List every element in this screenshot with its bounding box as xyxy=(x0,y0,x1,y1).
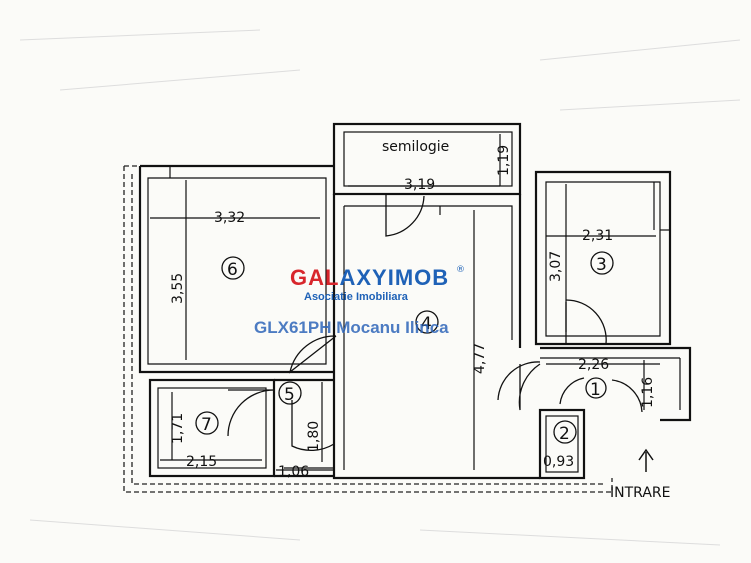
dim-room7-depth: 1,71 xyxy=(170,413,186,444)
watermark-tagline: Asociatie Imobiliara xyxy=(304,291,409,303)
svg-text:2: 2 xyxy=(559,424,570,444)
room-number-1: 1 xyxy=(585,377,607,400)
svg-text:4: 4 xyxy=(421,314,432,334)
dimension-lines xyxy=(150,134,660,471)
dim-room4-depth: 4,77 xyxy=(472,343,488,374)
outer-perimeter-inner xyxy=(131,174,604,485)
room-number-2: 2 xyxy=(553,420,577,444)
room-3 xyxy=(534,170,672,346)
svg-text:5: 5 xyxy=(284,385,295,405)
brand-part-2: AXY xyxy=(339,265,387,290)
svg-text:7: 7 xyxy=(201,415,212,435)
room-6 xyxy=(138,164,334,374)
dim-room7-width: 2,15 xyxy=(186,454,217,470)
svg-text:GALAXYIMOB: GALAXYIMOB xyxy=(290,265,449,290)
dim-semilogie-depth: 1,19 xyxy=(496,145,512,176)
watermark-listing: GLX61PH Mocanu Ilinca xyxy=(254,318,449,337)
room-number-3: 3 xyxy=(590,251,614,275)
dim-room6-width: 3,32 xyxy=(214,210,245,226)
watermark-logo: GALAXYIMOB ® Asociatie Imobiliara xyxy=(290,265,465,303)
room-1 xyxy=(540,346,692,422)
room-number-6: 6 xyxy=(221,256,245,280)
paper-texture xyxy=(19,29,741,546)
dim-room2-width: 0,93 xyxy=(543,454,574,470)
semilogie-label: semilogie xyxy=(382,139,449,155)
room-number-5: 5 xyxy=(278,381,302,405)
svg-text:6: 6 xyxy=(227,260,238,280)
dim-room3-width: 2,31 xyxy=(582,228,613,244)
room-number-4: 4 xyxy=(415,310,439,334)
dim-semilogie-width: 3,19 xyxy=(404,177,435,193)
door-swings xyxy=(227,194,643,451)
dim-room3-depth: 3,07 xyxy=(548,251,564,282)
dim-room5-depth: 1,80 xyxy=(306,421,322,452)
room-5 xyxy=(274,378,334,478)
outer-perimeter xyxy=(123,165,613,493)
brand-part-3: IMOB xyxy=(388,265,449,290)
dim-room6-depth: 3,55 xyxy=(170,273,186,304)
dim-room5-width: 1,06 xyxy=(278,464,309,480)
room-7 xyxy=(148,378,276,478)
brand-part-1: GAL xyxy=(290,265,339,290)
svg-text:1: 1 xyxy=(590,380,601,400)
svg-text:3: 3 xyxy=(596,255,607,275)
room-4 xyxy=(332,194,540,480)
dim-hall-depth: 1,16 xyxy=(640,377,656,408)
svg-text:®: ® xyxy=(456,265,465,275)
room-2 xyxy=(538,408,586,480)
entrance-label: INTRARE xyxy=(610,485,670,501)
entrance-arrow-icon xyxy=(638,448,654,472)
room-number-7: 7 xyxy=(195,411,219,435)
dim-hall-width: 2,26 xyxy=(578,357,609,373)
